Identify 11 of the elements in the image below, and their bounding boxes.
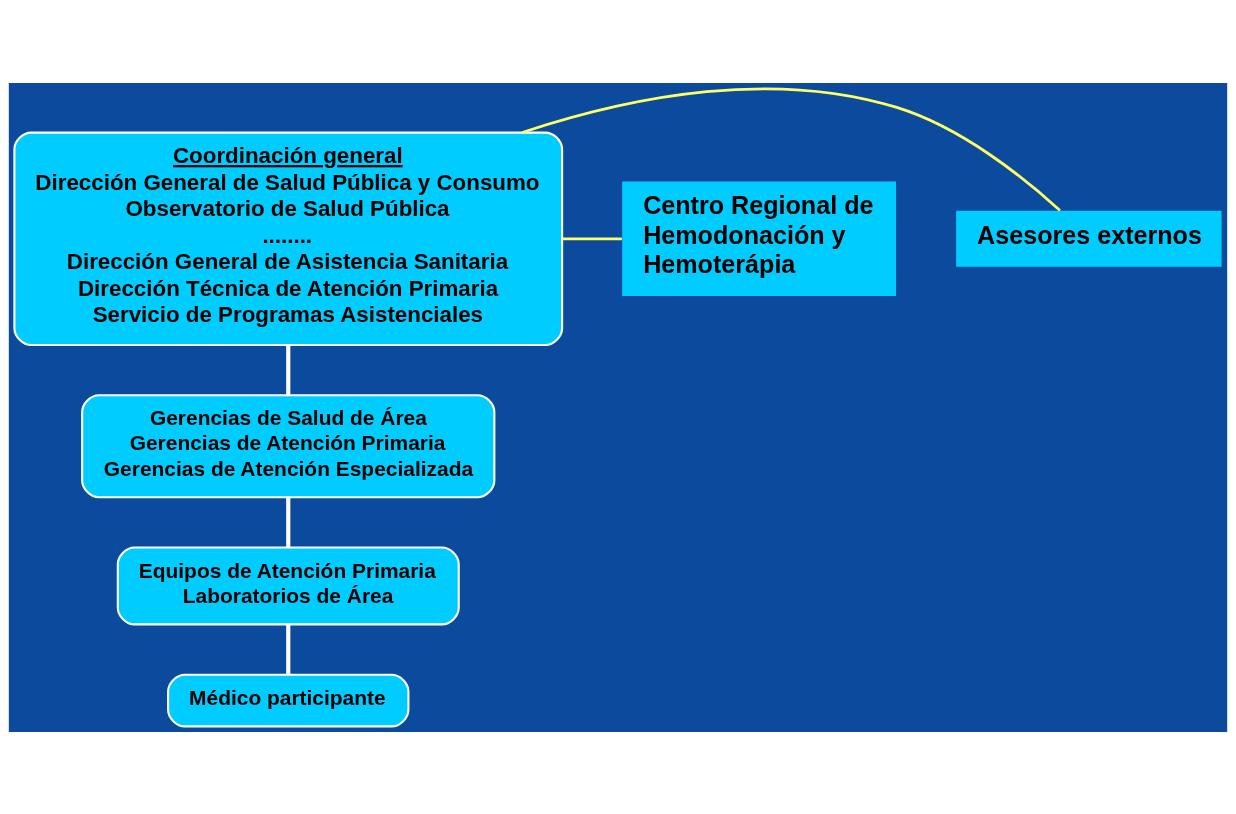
node-box: Equipos de Atención Primaria Laboratorios de Área xyxy=(116,546,460,625)
node-box: Asesores externos xyxy=(956,210,1222,267)
connector xyxy=(286,624,291,674)
node-box: Coordinación general Dirección General de Salud Pública y Consumo Observatorio de Salud Pública ........ Dirección General de Asistencia Sanitaria Dirección Técnica de Atención Primaria Servicio de Programas Asistenciales xyxy=(13,131,564,346)
connector xyxy=(286,345,291,395)
node-box: Médico participante xyxy=(167,673,410,727)
connector xyxy=(562,236,622,240)
node-box: Gerencias de Salud de Área Gerencias de Atención Primaria Gerencias de Atención Especializada xyxy=(81,393,496,498)
connector xyxy=(521,86,1061,212)
node-box: Centro Regional de Hemodonación y Hemoterápia xyxy=(622,181,897,296)
connector xyxy=(286,497,291,547)
